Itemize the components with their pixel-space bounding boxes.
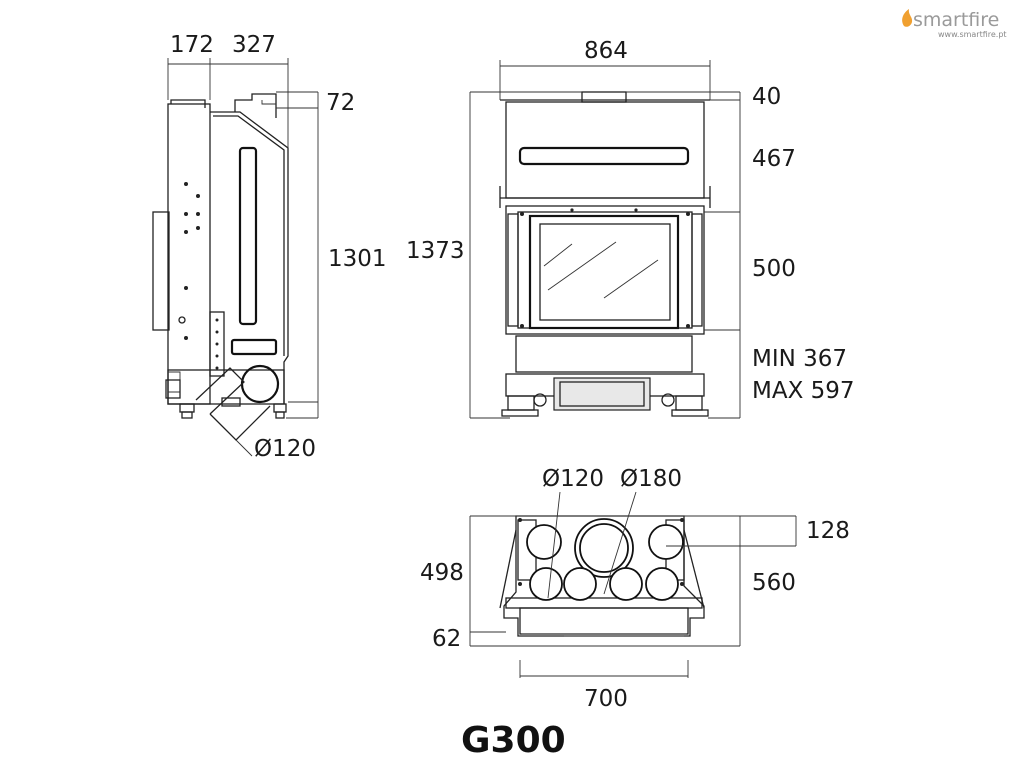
top-dim-large-outlet: Ø180 (620, 466, 682, 492)
front-view: 864 1373 40 467 500 MIN 367 MAX 597 (406, 38, 855, 419)
side-dim-1301: 1301 (328, 246, 387, 272)
model-title: G300 (461, 720, 566, 761)
brand-logo: smartfire www.smartfire.pt (902, 9, 1007, 39)
brand-url: www.smartfire.pt (938, 30, 1007, 39)
top-dim-62: 62 (432, 626, 461, 652)
front-dim-min: MIN 367 (752, 346, 847, 372)
front-dim-40: 40 (752, 84, 781, 110)
brand-name: smartfire (913, 9, 999, 31)
front-dim-max: MAX 597 (752, 378, 855, 404)
side-dim-72: 72 (326, 90, 355, 116)
top-dim-700: 700 (584, 686, 628, 712)
side-dim-inlet: Ø120 (254, 436, 316, 462)
front-dim-500: 500 (752, 256, 796, 282)
top-dim-498: 498 (420, 560, 464, 586)
front-dim-467: 467 (752, 146, 796, 172)
front-dim-864: 864 (584, 38, 628, 64)
top-dim-560: 560 (752, 570, 796, 596)
top-view: Ø120 Ø180 128 498 560 62 700 (420, 466, 850, 712)
side-dim-172: 172 (170, 32, 214, 58)
top-dim-small-outlet: Ø120 (542, 466, 604, 492)
flame-icon (902, 9, 913, 27)
top-dim-128: 128 (806, 518, 850, 544)
front-dim-1373: 1373 (406, 238, 465, 264)
side-dim-327: 327 (232, 32, 276, 58)
side-view: 172 327 72 1301 Ø120 (152, 32, 387, 462)
